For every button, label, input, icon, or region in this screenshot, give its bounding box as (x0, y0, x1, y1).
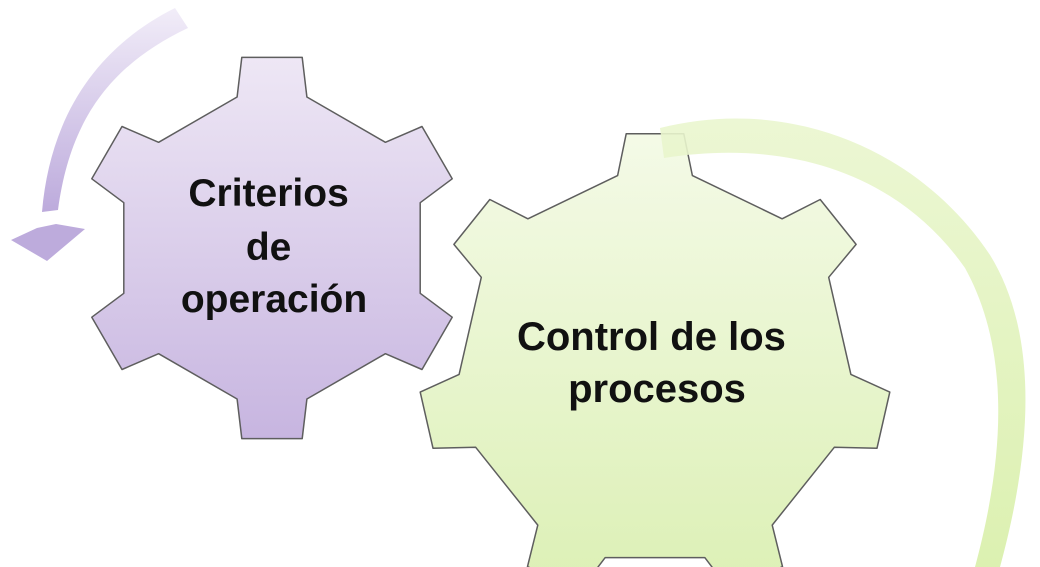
purple-arrow-shaft (42, 8, 188, 212)
purple-gear-label-line-2: de (246, 226, 292, 269)
green-cycle-arrow (660, 118, 1026, 567)
green-gear-label-line-1: Control de los (517, 315, 786, 359)
purple-gear (91, 56, 453, 440)
purple-gear-label-line-3: operación (181, 278, 367, 321)
purple-gear-shape (91, 56, 453, 440)
green-gear (419, 133, 891, 567)
purple-arrow-head (11, 224, 85, 261)
green-gear-label-line-2: procesos (568, 367, 746, 411)
purple-gear-label-line-1: Criterios (188, 172, 348, 215)
green-gear-label: Control de los procesos (517, 315, 797, 411)
purple-gear-label: Criterios de operación (181, 172, 367, 321)
green-gear-shape (419, 133, 891, 567)
green-arrow-band (660, 118, 1026, 567)
purple-cycle-arrow (11, 8, 188, 261)
